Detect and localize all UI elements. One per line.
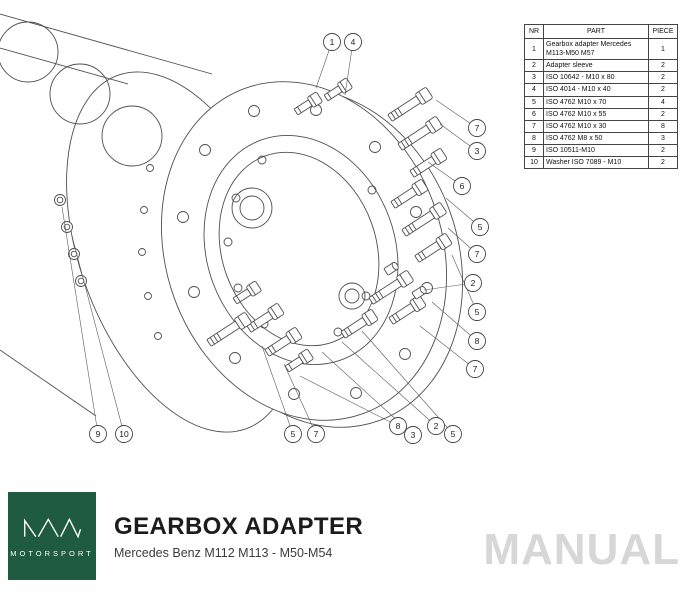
cell-part: ISO 4014 - M10 x 40 bbox=[543, 83, 649, 97]
callout-balloon: 8 bbox=[468, 332, 486, 350]
header-piece: PIECE bbox=[648, 23, 678, 40]
callout-balloon: 10 bbox=[115, 425, 133, 443]
cell-part: ISO 10511-M10 bbox=[543, 143, 649, 158]
cell-piece: 2 bbox=[648, 107, 678, 121]
callout-balloon: 4 bbox=[344, 33, 362, 51]
callout-balloon: 5 bbox=[284, 425, 302, 443]
cell-nr: 8 bbox=[524, 131, 544, 145]
cell-part: ISO 10642 - M10 x 80 bbox=[543, 71, 649, 85]
svg-text:5: 5 bbox=[475, 307, 480, 317]
cell-nr: 10 bbox=[524, 156, 544, 170]
callout-balloon: 6 bbox=[453, 177, 471, 195]
cell-nr: 7 bbox=[524, 119, 544, 133]
brand-logo: MOTORSPORT bbox=[8, 492, 96, 580]
cell-part: Gearbox adapter Mercedes M113-M50 M57 bbox=[543, 38, 649, 61]
callout-balloon: 2 bbox=[427, 417, 445, 435]
callout-balloon: 3 bbox=[468, 142, 486, 160]
cell-part: ISO 4762 M10 x 55 bbox=[543, 107, 649, 121]
cell-nr: 6 bbox=[524, 107, 544, 121]
manual-watermark: MANUAL bbox=[483, 525, 680, 574]
callout-balloon: 8 bbox=[389, 417, 407, 435]
callout-balloon: 2 bbox=[464, 274, 482, 292]
svg-text:3: 3 bbox=[475, 146, 480, 156]
cell-nr: 1 bbox=[524, 38, 544, 61]
cell-piece: 1 bbox=[648, 38, 678, 61]
svg-text:2: 2 bbox=[471, 278, 476, 288]
cell-part: ISO 4762 M10 x 70 bbox=[543, 95, 649, 109]
header-nr: NR bbox=[524, 23, 544, 40]
cell-part: Washer ISO 7089 - M10 bbox=[543, 156, 649, 170]
callout-balloon: 7 bbox=[468, 119, 486, 137]
cell-nr: 5 bbox=[524, 95, 544, 109]
svg-text:7: 7 bbox=[473, 364, 478, 374]
svg-text:3: 3 bbox=[411, 430, 416, 440]
callout-balloon: 7 bbox=[468, 245, 486, 263]
svg-text:4: 4 bbox=[351, 37, 356, 47]
cell-nr: 4 bbox=[524, 83, 544, 97]
callout-balloon: 7 bbox=[307, 425, 325, 443]
cell-piece: 2 bbox=[648, 156, 678, 170]
svg-text:7: 7 bbox=[475, 123, 480, 133]
callout-balloon: 9 bbox=[89, 425, 107, 443]
svg-text:5: 5 bbox=[291, 429, 296, 439]
title-block: GEARBOX ADAPTER Mercedes Benz M112 M113 … bbox=[114, 513, 363, 560]
svg-text:7: 7 bbox=[475, 249, 480, 259]
adapter-plate bbox=[161, 81, 463, 428]
svg-text:9: 9 bbox=[96, 429, 101, 439]
cell-piece: 2 bbox=[648, 143, 678, 158]
cell-nr: 3 bbox=[524, 71, 544, 85]
svg-text:7: 7 bbox=[314, 429, 319, 439]
brand-logo-text: MOTORSPORT bbox=[10, 549, 94, 558]
cell-piece: 2 bbox=[648, 83, 678, 97]
cell-piece: 4 bbox=[648, 95, 678, 109]
cell-piece: 2 bbox=[648, 71, 678, 85]
cell-nr: 9 bbox=[524, 143, 544, 158]
callout-balloon: 5 bbox=[471, 218, 489, 236]
cell-piece: 8 bbox=[648, 119, 678, 133]
cell-part: ISO 4762 M8 x 50 bbox=[543, 131, 649, 145]
cell-part: Adapter sleeve bbox=[543, 59, 649, 73]
svg-text:2: 2 bbox=[434, 421, 439, 431]
page-subtitle: Mercedes Benz M112 M113 - M50-M54 bbox=[114, 545, 333, 560]
cell-piece: 2 bbox=[648, 59, 678, 73]
pmc-logo-icon bbox=[24, 517, 82, 539]
callout-balloon: 5 bbox=[444, 425, 462, 443]
svg-text:5: 5 bbox=[478, 222, 483, 232]
cell-piece: 3 bbox=[648, 131, 678, 145]
header-part: PART bbox=[543, 23, 649, 40]
svg-text:8: 8 bbox=[396, 421, 401, 431]
callout-balloon: 3 bbox=[404, 426, 422, 444]
parts-table-header-row: NR PART PIECE bbox=[524, 23, 678, 40]
svg-text:10: 10 bbox=[119, 429, 129, 439]
cell-nr: 2 bbox=[524, 59, 544, 73]
page-title: GEARBOX ADAPTER bbox=[114, 512, 364, 540]
callout-balloon: 5 bbox=[468, 303, 486, 321]
callout-balloon: 7 bbox=[466, 360, 484, 378]
cell-part: ISO 4762 M10 x 30 bbox=[543, 119, 649, 133]
svg-text:1: 1 bbox=[330, 37, 335, 47]
svg-text:8: 8 bbox=[475, 336, 480, 346]
svg-text:6: 6 bbox=[460, 181, 465, 191]
callout-balloon: 1 bbox=[323, 33, 341, 51]
svg-text:5: 5 bbox=[451, 429, 456, 439]
footer: MOTORSPORT GEARBOX ADAPTER Mercedes Benz… bbox=[0, 490, 686, 582]
